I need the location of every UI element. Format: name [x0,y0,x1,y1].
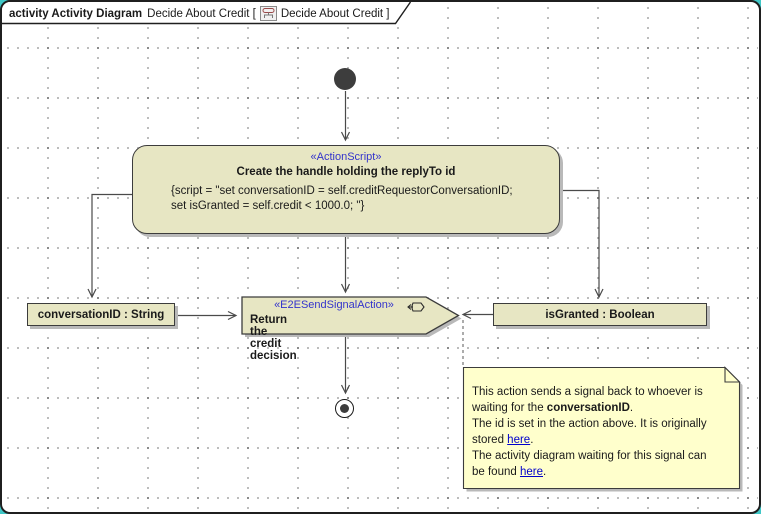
note-fold-corner [724,366,741,383]
note-line: The activity diagram waiting for this si… [472,450,707,462]
object-node-conversationid-label: conversationID : String [37,308,165,321]
object-node-isgranted-label: isGranted : Boolean [545,308,655,321]
frame-header-tab-border [2,2,412,25]
edge-action-to-isgranted[interactable] [560,189,604,299]
diagram-kind-label: activity Activity Diagram [9,7,143,20]
note-link-found-here[interactable]: here [519,466,543,478]
activity-diagram-icon [259,6,277,21]
send-signal-icon [407,298,425,320]
diagram-header: activity Activity Diagram Decide About C… [9,5,390,22]
action-name: Create the handle holding the replyTo id [236,166,456,178]
action-script-text: {script = "set conversationID = self.cre… [133,184,559,214]
edge-action-to-conversationid[interactable] [87,193,132,299]
send-signal-shape[interactable] [241,296,460,335]
note-bold-conversationid: conversationID [546,402,630,414]
action-stereotype: «ActionScript» [310,151,382,163]
frame-header-tab [2,2,411,24]
action-node[interactable]: «ActionScript» Create the handle holding… [132,145,560,234]
note-line: be found here. [472,466,547,478]
note-line: The id is set in the action above. It is… [472,418,707,430]
object-node-conversationid[interactable]: conversationID : String [27,303,175,326]
final-node-dot [340,404,349,413]
send-signal-stereotype: «E2ESendSignalAction» [274,299,394,311]
note[interactable]: This action sends a signal back to whoev… [464,368,738,480]
initial-node[interactable] [334,68,356,90]
diagram-ref-label: Decide About Credit ] [280,7,390,20]
object-node-isgranted[interactable]: isGranted : Boolean [493,303,707,326]
note-body[interactable] [462,366,741,490]
action-script-line2: set isGranted = self.credit < 1000.0; "} [171,200,365,212]
final-node[interactable] [335,399,354,418]
diagram-name-label: Decide About Credit [ [147,7,256,20]
note-line: waiting for the conversationID. [472,402,634,414]
action-script-line1: {script = "set conversationID = self.cre… [171,185,513,197]
note-line: This action sends a signal back to whoev… [472,386,703,398]
note-line: stored here. [472,434,534,446]
send-signal-name: Return the credit decision [250,314,297,362]
note-link-stored-here[interactable]: here [507,434,531,446]
